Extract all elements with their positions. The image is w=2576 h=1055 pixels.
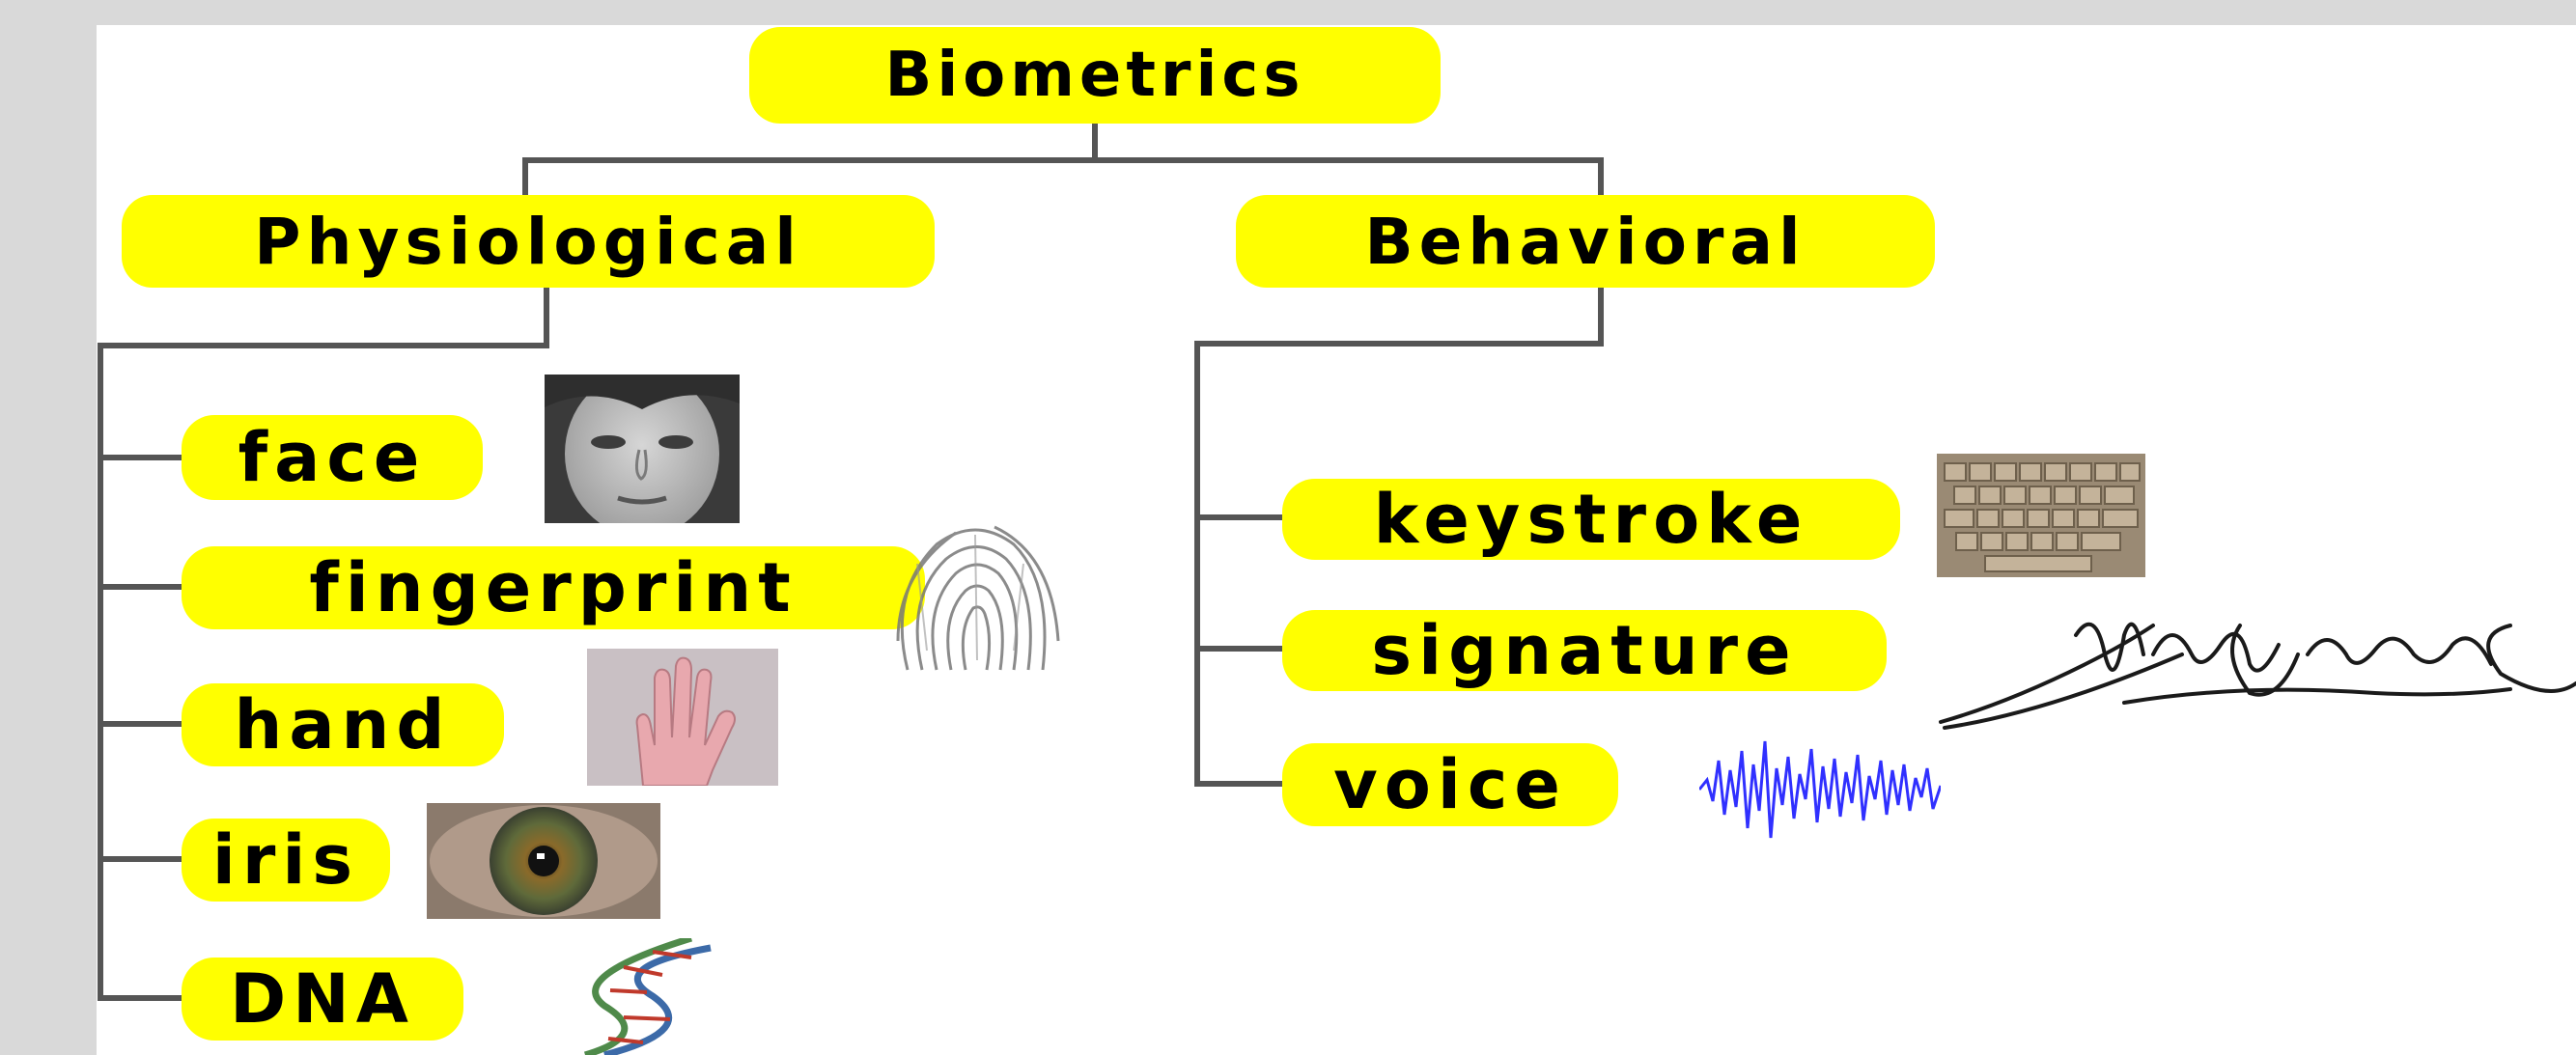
node-face: face [182, 415, 483, 500]
iris-eye-icon [427, 803, 660, 919]
node-biometrics: Biometrics [749, 27, 1441, 124]
keyboard-icon [1937, 454, 2145, 577]
node-hand: hand [182, 683, 504, 766]
node-signature: signature [1282, 610, 1887, 691]
handwritten-signature-icon [1931, 597, 2576, 741]
node-keystroke: keystroke [1282, 479, 1900, 560]
node-voice: voice [1282, 743, 1618, 826]
hand-photo-icon [587, 649, 778, 786]
voice-waveform-icon [1699, 722, 1941, 851]
node-behavioral: Behavioral [1236, 195, 1935, 288]
node-dna: DNA [182, 958, 463, 1041]
face-photo-icon [545, 375, 740, 523]
node-fingerprint: fingerprint [182, 546, 925, 629]
node-physiological: Physiological [122, 195, 935, 288]
tree-connectors [98, 123, 1604, 1001]
diagram-canvas: Biometrics Physiological Behavioral face… [97, 25, 2576, 1055]
dna-helix-icon [546, 938, 730, 1055]
fingerprint-icon [869, 506, 1074, 678]
node-iris: iris [182, 819, 390, 902]
